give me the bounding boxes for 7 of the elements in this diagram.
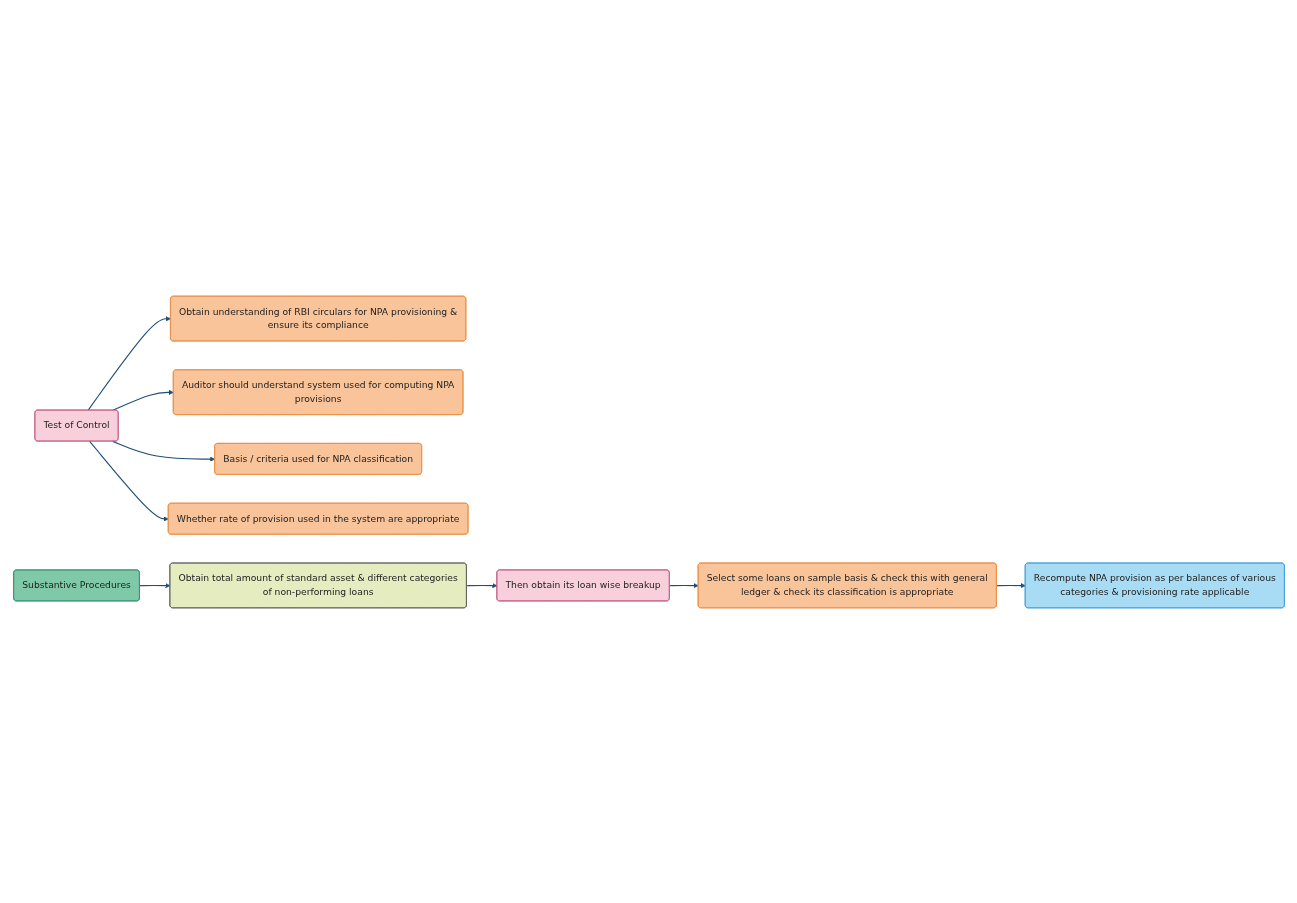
arrow <box>668 582 699 588</box>
arrow <box>111 440 215 462</box>
arrow <box>88 440 169 521</box>
arrow <box>86 315 171 411</box>
arrow <box>995 582 1026 588</box>
arrow <box>465 582 497 588</box>
arrow <box>138 582 170 588</box>
